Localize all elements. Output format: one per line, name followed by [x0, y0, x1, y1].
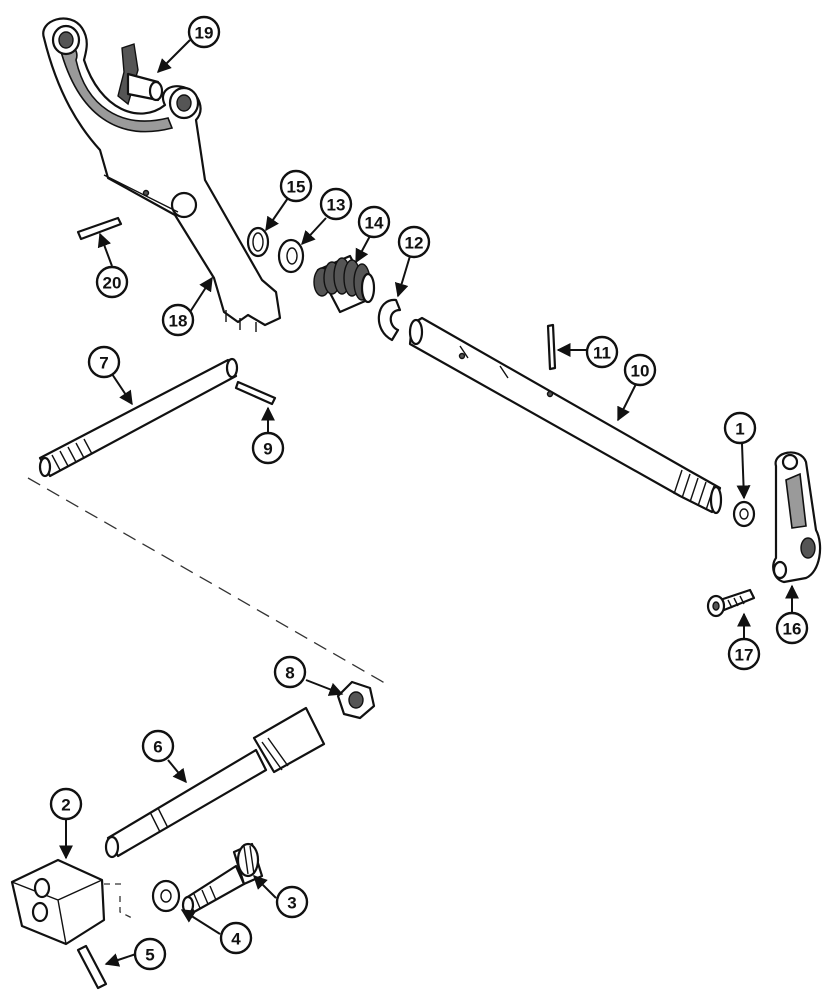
callout-label: 16 [783, 620, 802, 639]
lever-pin-part-19 [117, 43, 164, 106]
cap-screw-part-17 [706, 588, 756, 618]
leader-5 [104, 953, 137, 967]
callout-12: 12 [397, 225, 431, 259]
callout-label: 1 [735, 420, 744, 439]
threaded-rod-part-7 [38, 357, 239, 478]
callout-label: 18 [169, 312, 188, 331]
callout-label: 2 [61, 796, 70, 815]
callout-label: 15 [287, 178, 306, 197]
snap-ring-part-15 [246, 226, 270, 258]
shift-fork-part-18 [42, 17, 282, 332]
block-alignment-dashed-line [104, 883, 133, 919]
shift-arm-part-16 [772, 451, 822, 584]
leader-6 [167, 759, 187, 784]
block-part-2 [10, 858, 106, 946]
callout-label: 13 [327, 196, 346, 215]
callout-label: 3 [287, 894, 296, 913]
callout-label: 19 [195, 24, 214, 43]
leader-4 [180, 909, 221, 935]
callout-14: 14 [357, 205, 391, 239]
leader-10 [617, 383, 637, 422]
washer-part-1 [732, 500, 756, 528]
leader-19 [157, 39, 191, 73]
leader-18 [189, 276, 213, 313]
callout-label: 11 [593, 344, 611, 363]
leader-8 [305, 679, 344, 696]
callout-label: 7 [99, 354, 108, 373]
leader-lines [59, 39, 799, 967]
callout-label: 12 [405, 234, 424, 253]
callout-13: 13 [319, 187, 353, 221]
shoulder-bolt-part-3 [181, 842, 264, 915]
callout-3: 3 [275, 885, 309, 919]
pin-part-9 [234, 380, 277, 406]
adjusting-rod-part-6 [104, 706, 326, 859]
callout-15: 15 [279, 169, 313, 203]
callout-label: 9 [263, 440, 272, 459]
pin-part-5 [76, 944, 108, 990]
retaining-clip-part-12 [377, 298, 402, 342]
pin-part-11 [546, 323, 557, 371]
callout-label: 4 [231, 930, 241, 949]
leader-13 [301, 217, 327, 246]
callout-label: 8 [285, 664, 294, 683]
callout-2: 2 [49, 787, 83, 821]
callout-label: 14 [365, 214, 384, 233]
callout-label: 10 [631, 362, 650, 381]
callout-19: 19 [187, 15, 221, 49]
alignment-dashed-line [27, 477, 391, 687]
leader-3 [253, 875, 277, 899]
leader-12 [394, 255, 411, 298]
callout-16: 16 [775, 611, 809, 645]
callout-label: 5 [145, 946, 154, 965]
callout-label: 17 [735, 646, 754, 665]
leader-14 [355, 235, 371, 264]
nut-part-8 [336, 680, 376, 720]
callout-6: 6 [141, 729, 175, 763]
leader-1 [736, 443, 751, 500]
callout-label: 20 [103, 274, 122, 293]
callout-9: 9 [251, 431, 285, 465]
callout-5: 5 [133, 937, 167, 971]
leader-20 [97, 232, 113, 267]
callout-1: 1 [723, 411, 757, 445]
washer-part-4 [151, 879, 181, 913]
callout-11: 11 [585, 335, 619, 369]
callout-17: 17 [727, 637, 761, 671]
callout-18: 18 [161, 303, 195, 337]
washer-part-13 [277, 238, 305, 274]
leader-7 [111, 373, 133, 406]
shaft-part-10 [408, 316, 723, 515]
callout-label: 6 [153, 738, 162, 757]
roll-pin-part-20 [76, 216, 123, 241]
spring-part-14 [313, 254, 376, 314]
callout-8: 8 [273, 655, 307, 689]
callout-4: 4 [219, 921, 253, 955]
callout-7: 7 [87, 345, 121, 379]
callout-20: 20 [95, 265, 129, 299]
leader-15 [265, 197, 289, 232]
callout-10: 10 [623, 353, 657, 387]
